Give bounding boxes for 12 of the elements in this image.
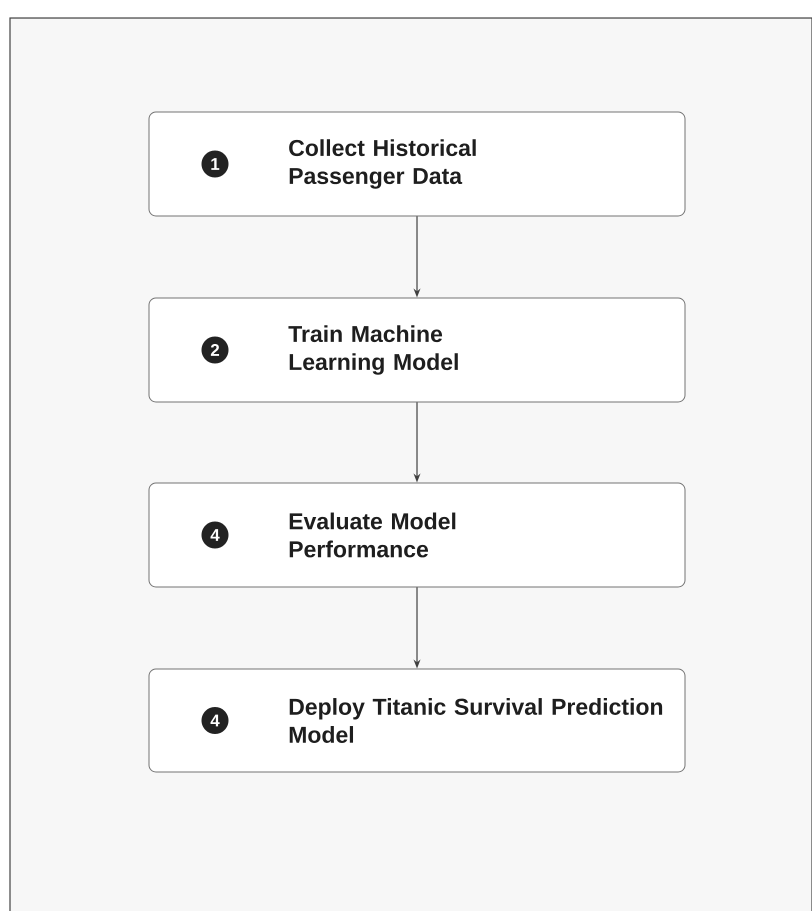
step-label: Train Machine Learning Model	[288, 325, 458, 375]
step-label: Evaluate Model Performance	[290, 512, 456, 558]
number-badge: 4	[202, 522, 228, 548]
step-box	[148, 298, 686, 402]
step-box	[148, 482, 686, 588]
step-label: Collect Historical Passenger Data	[289, 139, 476, 189]
number-badge: 4	[202, 707, 228, 734]
number-badge: 1	[202, 150, 228, 178]
step-box	[148, 112, 686, 216]
step-box	[148, 668, 686, 772]
step-label: Deploy Titanic Survival Prediction Model	[290, 698, 662, 743]
number-badge: 2	[202, 336, 228, 364]
